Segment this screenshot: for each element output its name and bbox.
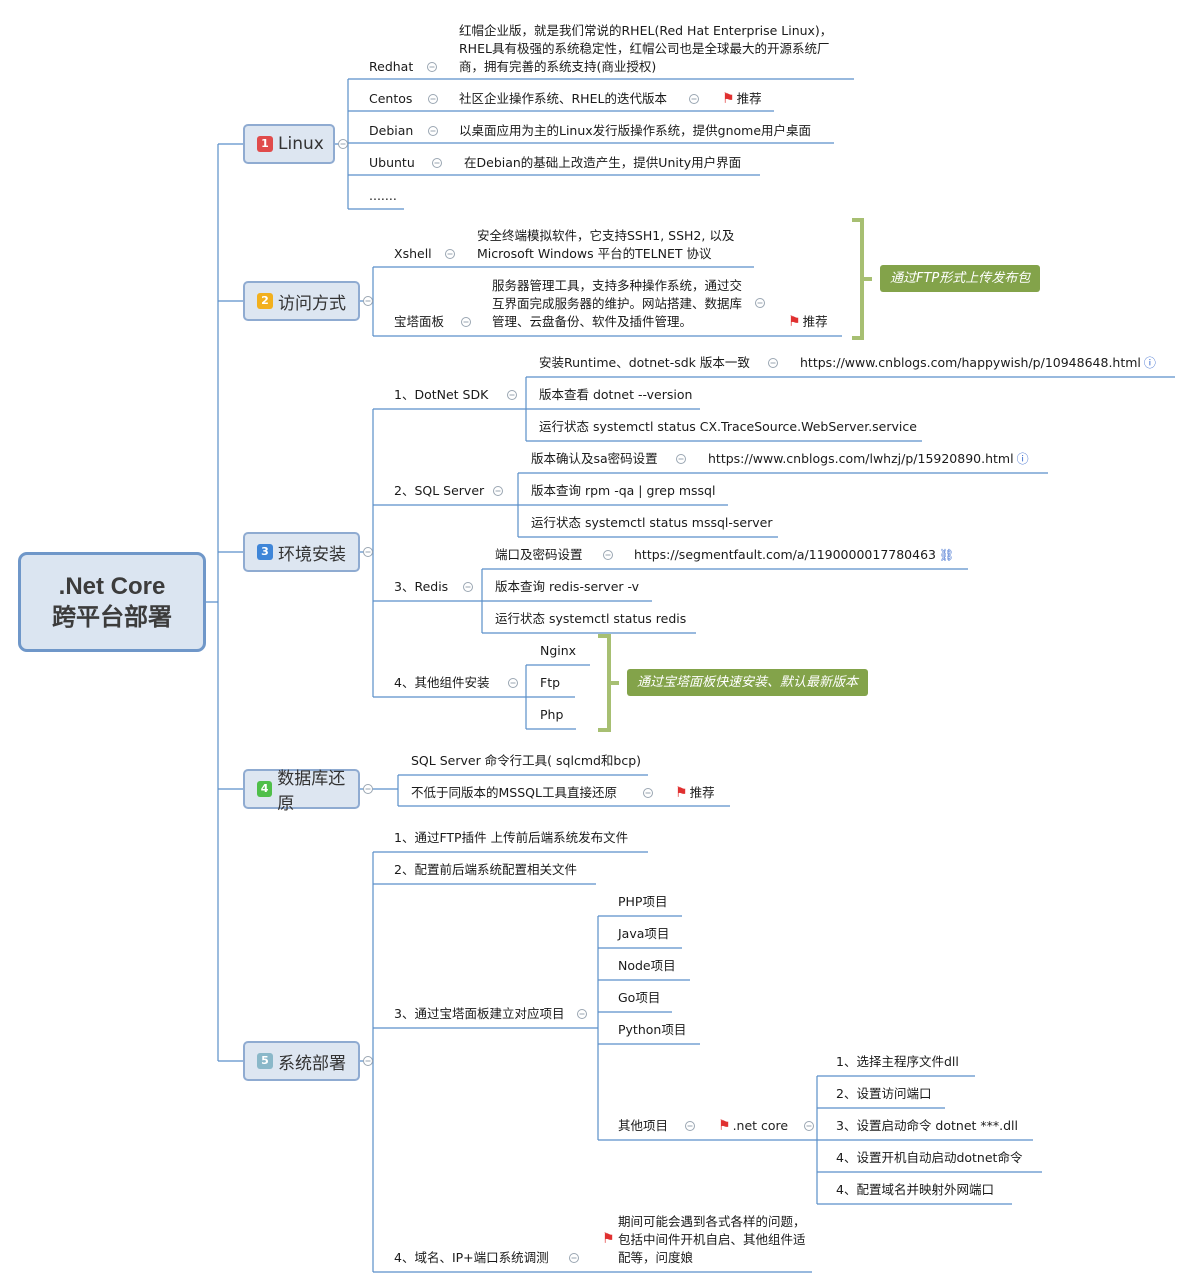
node-redhat[interactable]: Redhat: [369, 59, 414, 74]
node-db-item[interactable]: 不低于同版本的MSSQL工具直接还原: [411, 785, 617, 800]
branch-access-label: 访问方式: [278, 293, 346, 314]
link-icon: ⛓: [939, 548, 955, 562]
flag-icon: ⚑: [788, 314, 801, 330]
branch-env-label: 环境安装: [278, 544, 346, 565]
root-title: .Net Core: [58, 573, 166, 600]
hyperlink[interactable]: https://www.cnblogs.com/lwhzj/p/15920890…: [708, 451, 1014, 466]
node-more[interactable]: .......: [369, 188, 397, 203]
recommend-label: 推荐: [736, 91, 762, 106]
branch-db[interactable]: 4 数据库还原: [243, 769, 360, 814]
node-other-components[interactable]: 4、其他组件安装: [394, 675, 490, 690]
node-xshell-desc[interactable]: 安全终端模拟软件，它支持SSH1, SSH2, 以及Microsoft Wind…: [477, 228, 735, 261]
flag-icon: ⚑: [675, 785, 688, 801]
node-baota-desc[interactable]: 服务器管理工具，支持多种操作系统，通过交互界面完成服务器的维护。网站搭建、数据库…: [492, 278, 743, 329]
node-centos[interactable]: Centos: [369, 91, 413, 106]
node-ubuntu[interactable]: Ubuntu: [369, 155, 415, 170]
node-redis-link[interactable]: https://segmentfault.com/a/1190000017780…: [634, 546, 954, 564]
branch-access[interactable]: 2 访问方式: [243, 281, 360, 321]
node-deploy-step[interactable]: 4、域名、IP+端口系统调测: [394, 1250, 549, 1265]
recommend-label: 推荐: [802, 314, 828, 329]
recommend-marker[interactable]: ⚑推荐: [722, 90, 762, 108]
flag-icon: ⚑: [602, 1231, 615, 1247]
branch-env[interactable]: 3 环境安装: [243, 532, 360, 572]
node-project[interactable]: PHP项目: [618, 894, 668, 909]
branch-linux-label: Linux: [278, 134, 324, 154]
node-xshell[interactable]: Xshell: [394, 246, 432, 261]
node-debian[interactable]: Debian: [369, 123, 414, 138]
hyperlink-icon: ⓘ: [1016, 452, 1029, 466]
branch-db-label: 数据库还原: [277, 769, 346, 814]
node-project[interactable]: Java项目: [618, 926, 670, 941]
root-node[interactable]: .Net Core 跨平台部署: [18, 552, 206, 652]
recommend-label: 推荐: [689, 785, 715, 800]
node-deploy-note[interactable]: 期间可能会遇到各式各样的问题，包括中间件开机自启、其他组件适配等，问度娘: [618, 1214, 806, 1265]
node-redhat-desc[interactable]: 红帽企业版，就是我们常说的RHEL(Red Hat Enterprise Lin…: [459, 23, 833, 74]
node-netcore-step[interactable]: 4、配置域名并映射外网端口: [836, 1182, 994, 1197]
root-subtitle: 跨平台部署: [52, 604, 172, 631]
priority-3-badge: 3: [257, 544, 273, 560]
flag-icon: ⚑: [718, 1118, 731, 1134]
recommend-marker[interactable]: ⚑推荐: [675, 784, 715, 802]
priority-1-badge: 1: [257, 136, 273, 152]
hyperlink[interactable]: https://segmentfault.com/a/1190000017780…: [634, 547, 936, 562]
node-netcore-step[interactable]: 3、设置启动命令 dotnet ***.dll: [836, 1118, 1019, 1133]
node-deploy-step[interactable]: 1、通过FTP插件 上传前后端系统发布文件: [394, 830, 629, 845]
node-sql-item[interactable]: 运行状态 systemctl status mssql-server: [531, 515, 773, 530]
node-deploy-step[interactable]: 2、配置前后端系统配置相关文件: [394, 862, 577, 877]
node-sql-server[interactable]: 2、SQL Server: [394, 483, 485, 498]
node-sql-item[interactable]: 版本查询 rpm -qa | grep mssql: [531, 483, 716, 498]
node-netcore-label: .net core: [732, 1118, 789, 1133]
hyperlink-icon: ⓘ: [1143, 356, 1156, 370]
node-netcore-step[interactable]: 1、选择主程序文件dll: [836, 1054, 959, 1069]
recommend-marker[interactable]: ⚑推荐: [788, 313, 828, 331]
node-project-other[interactable]: 其他项目: [618, 1118, 669, 1133]
node-netcore[interactable]: ⚑.net core: [718, 1117, 788, 1135]
node-ubuntu-desc[interactable]: 在Debian的基础上改造产生，提供Unity用户界面: [464, 155, 742, 170]
flag-icon: ⚑: [722, 91, 735, 107]
node-project[interactable]: Python项目: [618, 1022, 687, 1037]
node-dotnet-link[interactable]: https://www.cnblogs.com/happywish/p/1094…: [800, 354, 1156, 372]
node-db-item[interactable]: SQL Server 命令行工具( sqlcmd和bcp): [411, 753, 642, 768]
priority-5-badge: 5: [257, 1053, 273, 1069]
summary-callout[interactable]: 通过宝塔面板快速安装、默认最新版本: [627, 669, 869, 696]
node-project[interactable]: Go项目: [618, 990, 661, 1005]
node-redis-item[interactable]: 端口及密码设置: [495, 547, 583, 562]
node-component[interactable]: Ftp: [540, 675, 561, 690]
node-debian-desc[interactable]: 以桌面应用为主的Linux发行版操作系统，提供gnome用户桌面: [459, 123, 812, 138]
priority-2-badge: 2: [257, 293, 273, 309]
node-redis-item[interactable]: 运行状态 systemctl status redis: [495, 611, 687, 626]
node-dotnet-item[interactable]: 安装Runtime、dotnet-sdk 版本一致: [539, 355, 750, 370]
branch-linux[interactable]: 1 Linux: [243, 124, 335, 164]
node-baota[interactable]: 宝塔面板: [394, 314, 445, 329]
node-dotnet-item[interactable]: 版本查看 dotnet --version: [539, 387, 693, 402]
node-sql-link[interactable]: https://www.cnblogs.com/lwhzj/p/15920890…: [708, 450, 1029, 468]
node-redis[interactable]: 3、Redis: [394, 579, 449, 594]
node-sql-item[interactable]: 版本确认及sa密码设置: [531, 451, 658, 466]
node-netcore-step[interactable]: 2、设置访问端口: [836, 1086, 932, 1101]
branch-deploy[interactable]: 5 系统部署: [243, 1041, 360, 1081]
node-dotnet-sdk[interactable]: 1、DotNet SDK: [394, 387, 489, 402]
node-dotnet-item[interactable]: 运行状态 systemctl status CX.TraceSource.Web…: [539, 419, 917, 434]
hyperlink[interactable]: https://www.cnblogs.com/happywish/p/1094…: [800, 355, 1141, 370]
node-component[interactable]: Nginx: [540, 643, 577, 658]
branch-deploy-label: 系统部署: [278, 1053, 346, 1074]
node-centos-desc[interactable]: 社区企业操作系统、RHEL的迭代版本: [459, 91, 667, 106]
summary-callout[interactable]: 通过FTP形式上传发布包: [880, 265, 1041, 292]
node-redis-item[interactable]: 版本查询 redis-server -v: [495, 579, 640, 594]
priority-4-badge: 4: [257, 781, 273, 797]
node-component[interactable]: Php: [540, 707, 564, 722]
node-netcore-step[interactable]: 4、设置开机自动启动dotnet命令: [836, 1150, 1023, 1165]
node-project[interactable]: Node项目: [618, 958, 676, 973]
node-deploy-step[interactable]: 3、通过宝塔面板建立对应项目: [394, 1006, 565, 1021]
